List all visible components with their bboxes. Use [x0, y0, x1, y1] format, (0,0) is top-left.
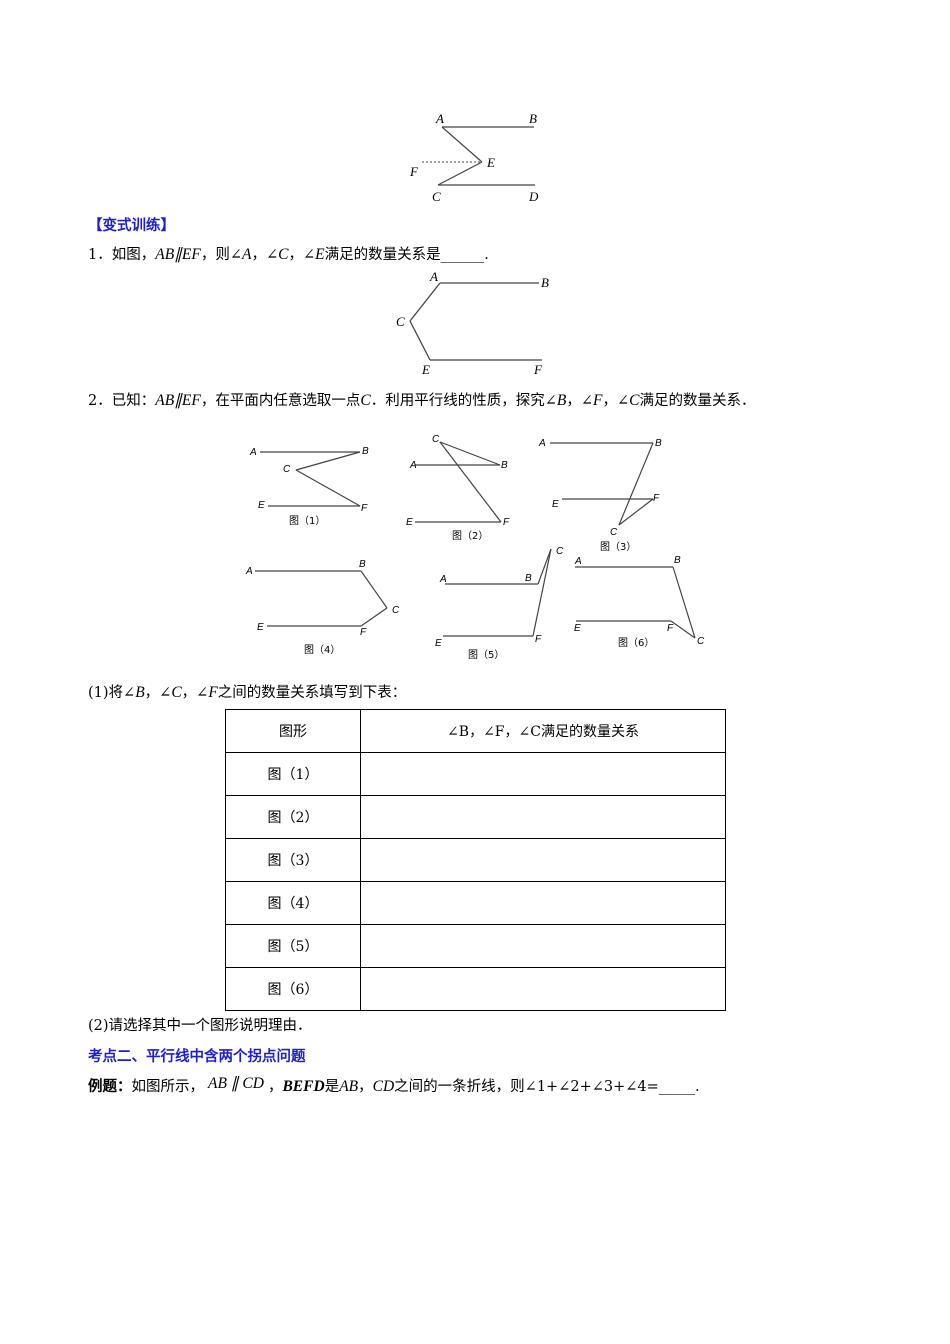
- answer-cell[interactable]: [360, 924, 726, 968]
- svg-text:B: B: [359, 559, 366, 570]
- label-e: E: [421, 362, 430, 377]
- label-a: A: [429, 269, 438, 284]
- table-row: 图（4）: [225, 881, 726, 925]
- label-b: B: [529, 111, 537, 126]
- svg-text:F: F: [503, 517, 510, 528]
- table-row: 图（1）: [225, 752, 726, 796]
- part-2: (2)请选择其中一个图形说明理由．: [88, 1018, 312, 1034]
- answer-cell[interactable]: [360, 752, 726, 796]
- table-row: 图（5）: [225, 924, 726, 968]
- figure-4: A B C E F 图（4）: [245, 559, 400, 656]
- svg-text:B: B: [525, 573, 532, 584]
- svg-text:A: A: [538, 438, 546, 449]
- table-header: 图形 ∠B，∠F，∠C满足的数量关系: [225, 709, 726, 753]
- svg-text:C: C: [432, 434, 440, 445]
- label-d: D: [528, 189, 539, 204]
- svg-text:E: E: [257, 622, 264, 633]
- svg-text:B: B: [655, 438, 662, 449]
- figure-caption: 图（2）: [452, 530, 488, 542]
- label-b: B: [541, 275, 549, 290]
- svg-text:C: C: [556, 546, 564, 557]
- header-relation: ∠B，∠F，∠C满足的数量关系: [360, 709, 726, 753]
- svg-text:C: C: [610, 527, 618, 538]
- svg-text:F: F: [667, 623, 674, 634]
- figure-top: A B E F C D: [409, 111, 539, 204]
- svg-text:F: F: [360, 627, 367, 638]
- example: 例题：如图所示，AB ∥ CD，BEFD是AB，CD之间的一条折线，则∠1+∠2…: [88, 1075, 700, 1095]
- figure-caption: 图（3）: [600, 541, 636, 553]
- svg-text:C: C: [697, 636, 705, 647]
- svg-text:A: A: [249, 447, 257, 458]
- section-2-heading: 考点二、平行线中含两个拐点问题: [88, 1049, 306, 1065]
- variant-heading: 【变式训练】: [88, 218, 175, 234]
- answer-cell[interactable]: [360, 967, 726, 1011]
- svg-text:E: E: [258, 500, 265, 511]
- figure-caption: 图（5）: [468, 649, 504, 661]
- svg-text:E: E: [406, 517, 413, 528]
- svg-text:C: C: [283, 464, 291, 475]
- svg-text:B: B: [674, 555, 681, 566]
- label-f: F: [533, 362, 543, 377]
- svg-text:F: F: [535, 634, 542, 645]
- figure-5: C A B E F 图（5）: [435, 546, 564, 661]
- figure-q1: A B C E F: [396, 269, 549, 377]
- table-row: 图（6）: [225, 967, 726, 1011]
- svg-text:B: B: [362, 446, 369, 457]
- answer-cell[interactable]: [360, 838, 726, 882]
- label-c: C: [396, 314, 405, 329]
- svg-text:A: A: [245, 566, 253, 577]
- svg-text:E: E: [552, 499, 559, 510]
- answer-cell[interactable]: [360, 881, 726, 925]
- figure-3: A B F E C 图（3）: [538, 438, 662, 553]
- table-row: 图（2）: [225, 795, 726, 839]
- header-figure: 图形: [225, 709, 361, 753]
- figure-caption: 图（1）: [289, 515, 325, 527]
- svg-text:E: E: [435, 638, 442, 649]
- figure-2: C A B E F 图（2）: [406, 434, 510, 542]
- svg-text:A: A: [574, 556, 582, 567]
- figure-1: A B C E F 图（1）: [249, 446, 369, 527]
- figures-six: A B C E F 图（1） C A B E F 图（2） A B F E C …: [245, 434, 705, 661]
- part-1: (1)将∠B，∠C，∠F之间的数量关系填写到下表：: [88, 684, 407, 701]
- svg-text:F: F: [361, 503, 368, 514]
- answer-cell[interactable]: [360, 795, 726, 839]
- svg-text:E: E: [574, 623, 581, 634]
- svg-text:F: F: [653, 493, 660, 504]
- figure-caption: 图（4）: [304, 644, 340, 656]
- relation-table: 图形 ∠B，∠F，∠C满足的数量关系 图（1） 图（2） 图（3） 图（4） 图…: [225, 709, 726, 1011]
- figure-6: A B E F C 图（6）: [574, 555, 705, 649]
- svg-text:B: B: [501, 460, 508, 471]
- question-1: 1．如图，AB∥EF，则∠A，∠C，∠E满足的数量关系是______.: [88, 246, 489, 263]
- label-e: E: [486, 155, 495, 170]
- svg-text:C: C: [392, 605, 400, 616]
- label-f: F: [409, 164, 419, 179]
- label-a: A: [435, 111, 444, 126]
- table-row: 图（3）: [225, 838, 726, 882]
- figure-caption: 图（6）: [618, 637, 654, 649]
- question-2: 2．已知：AB∥EF，在平面内任意选取一点C．利用平行线的性质，探究∠B，∠F，…: [88, 392, 756, 409]
- label-c: C: [432, 189, 441, 204]
- svg-text:A: A: [409, 460, 417, 471]
- svg-text:A: A: [439, 574, 447, 585]
